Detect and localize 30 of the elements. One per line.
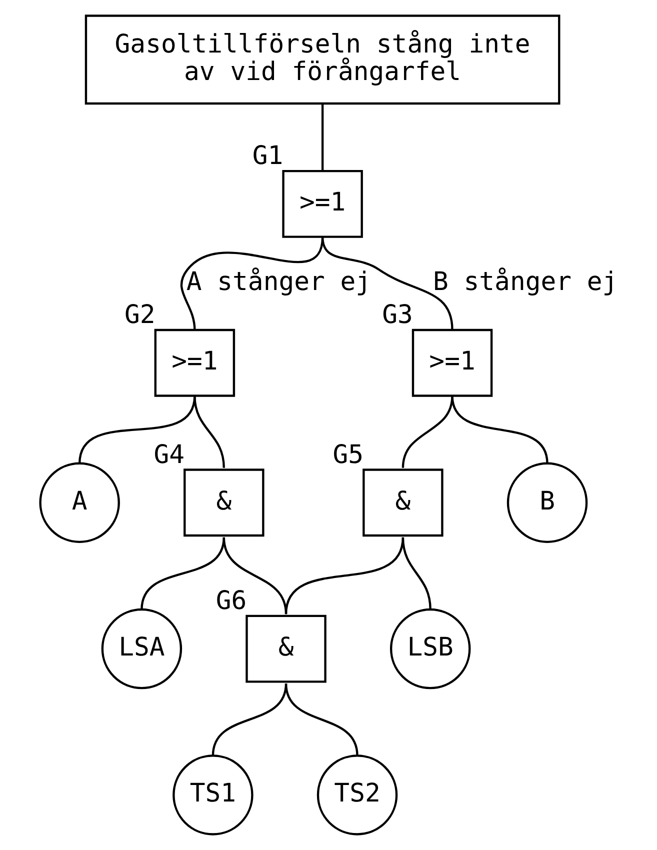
connector — [321, 103, 324, 172]
connector — [402, 396, 454, 468]
node-box: & — [246, 614, 326, 683]
node-circle: TS1 — [172, 754, 254, 836]
connector — [402, 537, 432, 610]
node-circle: A — [39, 462, 120, 544]
node-label: G1 — [252, 141, 284, 172]
node-box: & — [362, 468, 444, 537]
node-label: G4 — [154, 440, 184, 470]
node-circle: B — [506, 462, 588, 544]
connector — [451, 396, 548, 464]
edge-label: A stånger ej — [186, 267, 372, 298]
node-label: G3 — [382, 300, 413, 330]
node-circle: LSB — [390, 608, 471, 690]
node-box: >=1 — [282, 170, 363, 238]
connector — [321, 236, 454, 330]
connector — [140, 537, 225, 610]
node-box: >=1 — [412, 328, 493, 397]
edge-label: B stånger ej — [433, 267, 618, 298]
node-circle: TS2 — [316, 754, 398, 836]
node-label: G6 — [216, 586, 247, 616]
node-box: & — [184, 468, 264, 537]
connector — [284, 683, 358, 756]
node-label: G2 — [124, 300, 156, 330]
node-box: >=1 — [154, 328, 236, 397]
node-box: Gasoltillförseln stång inte av vid förångarfel — [84, 14, 560, 105]
node-label: G5 — [332, 440, 364, 470]
node-circle: LSA — [101, 608, 182, 690]
connector — [194, 396, 225, 468]
connector — [284, 537, 404, 614]
